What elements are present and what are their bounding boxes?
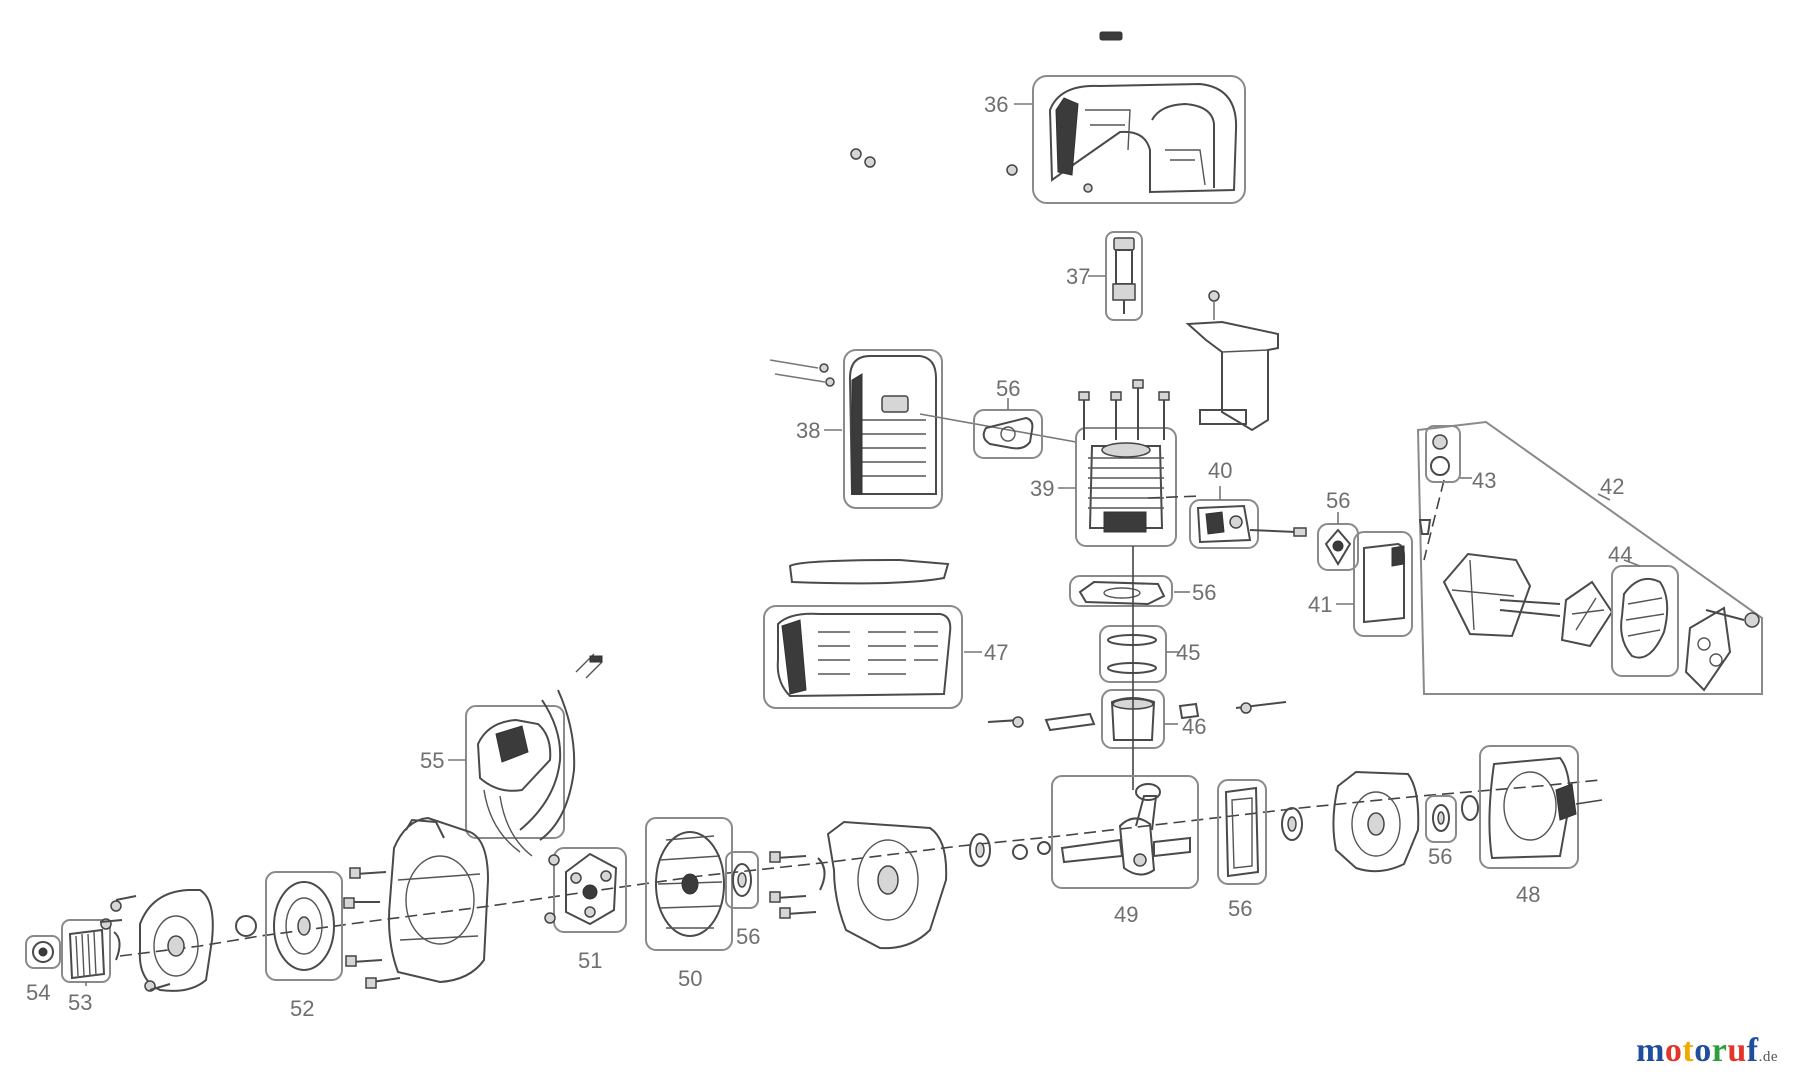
label-51: 51 bbox=[578, 948, 602, 973]
label-50: 50 bbox=[678, 966, 702, 991]
label-39: 39 bbox=[1030, 476, 1054, 501]
label-55: 55 bbox=[420, 748, 444, 773]
part-45-piston-rings: 45 bbox=[1099, 625, 1200, 683]
label-56-crankcase-gasket: 56 bbox=[1228, 896, 1252, 921]
crankcase-half bbox=[769, 820, 948, 950]
label-42: 42 bbox=[1600, 474, 1624, 499]
label-43: 43 bbox=[1472, 468, 1496, 493]
label-56-exhaust-gasket: 56 bbox=[996, 376, 1020, 401]
part-46-piston: 46 bbox=[987, 546, 1287, 790]
part-37-spark-plug: 37 bbox=[1066, 231, 1143, 321]
part-43-choke-lever: 43 bbox=[1425, 425, 1496, 493]
label-56-carburetor-gasket: 56 bbox=[1326, 488, 1350, 513]
label-41: 41 bbox=[1308, 592, 1332, 617]
watermark-letter: o bbox=[1694, 1032, 1712, 1069]
part-55-ignition-coil: 55 bbox=[420, 653, 603, 857]
label-52: 52 bbox=[290, 996, 314, 1021]
watermark-letter: t bbox=[1682, 1032, 1695, 1069]
label-40: 40 bbox=[1208, 458, 1232, 483]
part-40-carburetor: 40 bbox=[1189, 458, 1307, 549]
part-49-crankshaft: 49 bbox=[1051, 775, 1199, 927]
label-48: 48 bbox=[1516, 882, 1540, 907]
part-36-engine-cover: 36 bbox=[850, 31, 1246, 204]
motoruf-watermark-logo: motoruf.de bbox=[1636, 1032, 1778, 1070]
crank-bearings bbox=[969, 833, 1051, 867]
part-47-fuel-tank: 47 bbox=[763, 558, 1008, 709]
part-53-bearing: 53 bbox=[61, 919, 111, 1015]
label-37: 37 bbox=[1066, 264, 1090, 289]
label-46: 46 bbox=[1182, 714, 1206, 739]
part-56-crankcase-gasket: 56 bbox=[1217, 779, 1267, 921]
label-36: 36 bbox=[984, 92, 1008, 117]
cylinder-bolts bbox=[1078, 379, 1170, 440]
label-56-base-gasket: 56 bbox=[1192, 580, 1216, 605]
label-49: 49 bbox=[1114, 902, 1138, 927]
label-47: 47 bbox=[984, 640, 1008, 665]
part-42-air-filter-assembly: 42 44 bbox=[1416, 420, 1763, 695]
gear-housing bbox=[99, 889, 214, 992]
cylinder-bracket bbox=[1185, 290, 1279, 432]
watermark-letter: o bbox=[1664, 1032, 1683, 1069]
watermark-letter: m bbox=[1636, 1032, 1665, 1069]
watermark-tld: .de bbox=[1758, 1049, 1778, 1065]
label-45: 45 bbox=[1176, 640, 1200, 665]
part-48-recoil-starter: 48 bbox=[1479, 745, 1603, 907]
label-56-flywheel-seal: 56 bbox=[736, 924, 760, 949]
part-56-exhaust-gasket: 56 bbox=[973, 376, 1043, 459]
part-56-seal: 56 bbox=[1425, 795, 1479, 869]
label-44: 44 bbox=[1608, 542, 1632, 567]
part-50-flywheel: 50 bbox=[645, 817, 733, 991]
label-38: 38 bbox=[796, 418, 820, 443]
crankcase-right-half bbox=[1281, 770, 1420, 873]
watermark-letter: r bbox=[1711, 1032, 1728, 1069]
clutch-cover-housing bbox=[343, 816, 490, 989]
label-56-seal: 56 bbox=[1428, 844, 1452, 869]
part-41-air-filter-housing: 41 bbox=[1308, 531, 1413, 637]
part-39-cylinder: 39 bbox=[1030, 379, 1201, 547]
watermark-letter: f bbox=[1746, 1032, 1759, 1069]
part-52-clutch-drum: 52 bbox=[235, 871, 343, 1021]
part-38-muffler: 38 bbox=[769, 349, 1077, 509]
label-53: 53 bbox=[68, 990, 92, 1015]
part-56-carburetor-gasket: 56 bbox=[1317, 488, 1359, 571]
watermark-letter: u bbox=[1727, 1032, 1747, 1069]
part-56-flywheel-seal: 56 bbox=[725, 851, 760, 949]
part-54-nut: 54 bbox=[25, 935, 61, 1005]
part-51-clutch: 51 bbox=[544, 847, 627, 973]
label-54: 54 bbox=[26, 980, 50, 1005]
part-56-base-gasket: 56 bbox=[1069, 575, 1216, 607]
